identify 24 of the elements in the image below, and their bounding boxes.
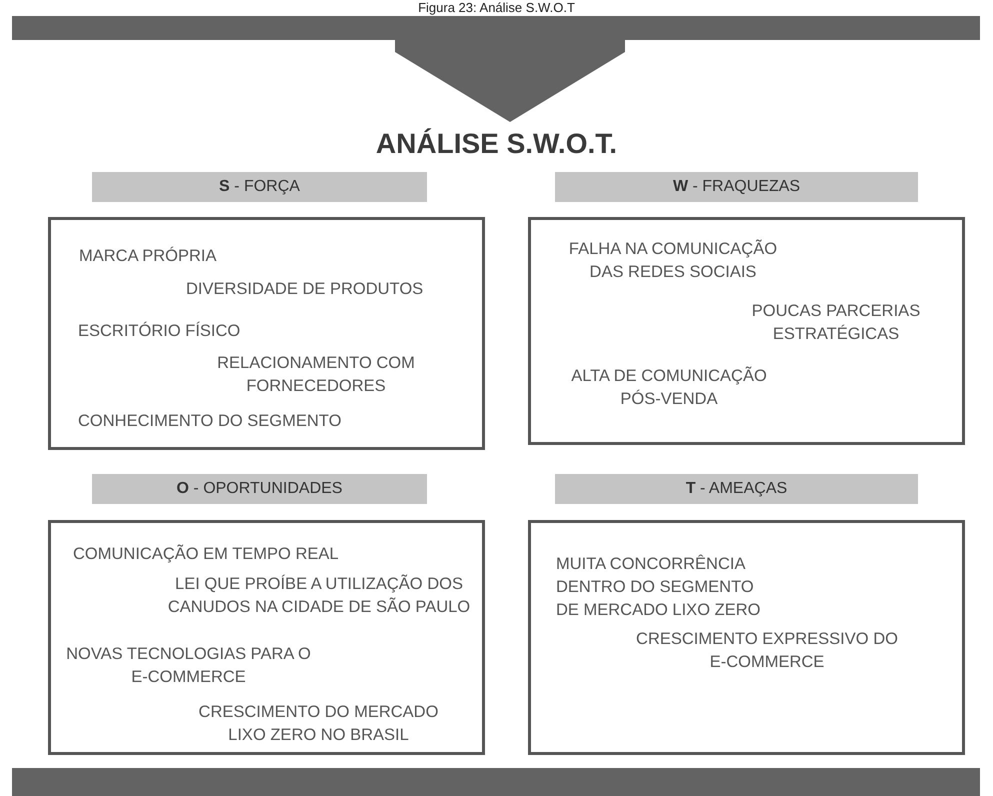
item-text: NOVAS TECNOLOGIAS PARA O E-COMMERCE [66,644,311,688]
item-text: POUCAS PARCERIAS ESTRATÉGICAS [750,301,922,345]
section-header: S - FORÇA [92,172,427,202]
item-text: MUITA CONCORRÊNCIA DENTRO DO SEGMENTO DE MERCADO LIXO ZERO [556,554,762,621]
item-text: RELACIONAMENTO COM FORNECEDORES [216,353,416,397]
content-box [48,520,485,755]
item-text: LEI QUE PROÍBE A UTILIZAÇÃO DOS CANUDOS NA CIDADE DE SÃO PAULO [166,574,472,618]
item-text: ESCRITÓRIO FÍSICO [78,320,240,342]
content-box [528,520,965,755]
item-text: DIVERSIDADE DE PRODUTOS [186,279,424,300]
item-text: FALHA NA COMUNICAÇÃO DAS REDES SOCIAIS [568,238,778,283]
item-text: CRESCIMENTO EXPRESSIVO DO E-COMMERCE [635,629,899,673]
item-text: ALTA DE COMUNICAÇÃO PÓS-VENDA [570,366,768,410]
item-text: CONHECIMENTO DO SEGMENTO [78,411,342,432]
item-text: MARCA PRÓPRIA [79,246,217,267]
content-box [528,217,965,445]
section-header: W - FRAQUEZAS [555,172,918,202]
item-text: CRESCIMENTO DO MERCADO LIXO ZERO NO BRASIL [198,702,440,746]
content-box [48,217,485,450]
diagram-title: ANÁLISE S.W.O.T. [374,128,618,160]
figure-caption: Figura 23: Análise S.W.O.T [417,0,576,15]
item-text: COMUNICAÇÃO EM TEMPO REAL [73,544,339,565]
section-header: O - OPORTUNIDADES [92,474,427,504]
section-header: T - AMEAÇAS [555,474,918,504]
